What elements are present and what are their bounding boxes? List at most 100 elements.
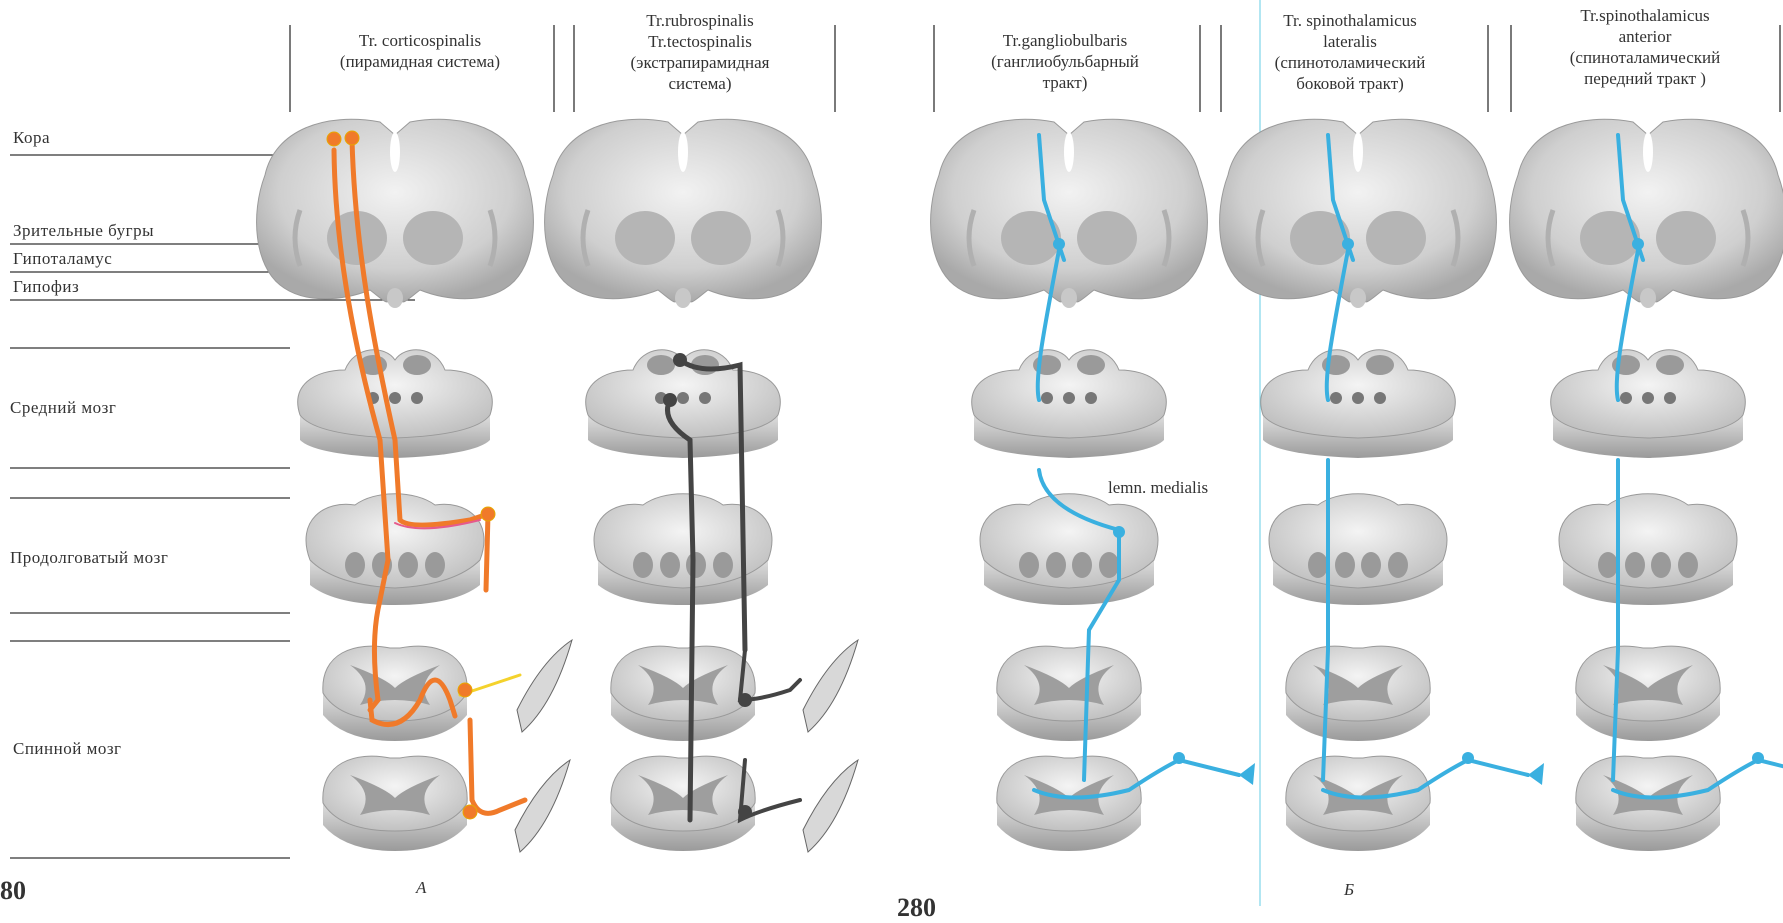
header-line: Tr. spinothalamicus [1240,10,1460,31]
header-spinothalamicus-lateralis: Tr. spinothalamicus lateralis (спинотола… [1240,10,1460,94]
spinal-top [323,646,467,721]
forebrain-section [545,119,822,308]
neuron-body [345,131,359,145]
medulla-section [1559,494,1737,605]
medulla-pyramid [660,552,680,578]
medulla-pyramid [1625,552,1645,578]
spinal-cord-section [997,756,1141,851]
pituitary [1640,288,1656,308]
header-line: Tr.spinothalamicus [1530,5,1760,26]
spinal-cord-section [611,646,755,741]
spinal-top [997,646,1141,721]
receptor-ending [1528,763,1544,785]
page-number-left: 80 [0,876,26,906]
midbrain-section [1261,350,1455,458]
pituitary [387,288,403,308]
panel-label-a: A [416,878,426,898]
midbrain-nucleus [389,392,401,404]
spinal-top [323,756,467,831]
header-line: Tr. corticospinalis [300,30,540,51]
midbrain-nucleus [1330,392,1342,404]
pituitary [675,288,691,308]
midbrain-nucleus [1374,392,1386,404]
spinal-top [611,646,755,721]
fissure [678,132,688,172]
spinal-cord-section [1286,646,1430,741]
medulla-pyramid [686,552,706,578]
colliculus-right [1366,355,1394,375]
forebrain-section [931,119,1208,308]
label-cortex: Кора [13,128,50,148]
header-line: передний тракт ) [1530,68,1760,89]
brain-sections [257,119,1783,852]
fissure [1643,132,1653,172]
pituitary [1061,288,1077,308]
colliculus-right [403,355,431,375]
medulla-pyramid [1019,552,1039,578]
neuron-body [1752,752,1764,764]
thalamus-right [1077,211,1137,265]
fissure [1353,132,1363,172]
midbrain-section [972,350,1166,458]
medulla-pyramid [1072,552,1092,578]
medulla-pyramid [1361,552,1381,578]
header-rubrospinalis: Tr.rubrospinalis Tr.tectospinalis (экстр… [580,10,820,94]
header-line: (ганглиобульбарный [945,51,1185,72]
muscle-bundle [803,640,858,732]
colliculus-right [1656,355,1684,375]
thalamus-right [691,211,751,265]
header-corticospinalis: Tr. corticospinalis (пирамидная система) [300,30,540,72]
medulla-pyramid [1678,552,1698,578]
header-line: (спинотоламический [1240,52,1460,73]
medulla-section [1269,494,1447,605]
label-spinal-cord: Спинной мозг [13,739,122,759]
medulla-top [306,494,484,588]
spinal-cord-section [1576,756,1720,851]
midbrain-nucleus [1063,392,1075,404]
midbrain-nucleus [1664,392,1676,404]
label-pituitary: Гипофиз [13,277,79,297]
medulla-section [306,494,484,605]
header-line: Tr.tectospinalis [580,31,820,52]
header-spinothalamicus-anterior: Tr.spinothalamicus anterior (спиноталами… [1530,5,1760,89]
forebrain-section [1220,119,1497,308]
header-line: тракт) [945,72,1185,93]
medulla-pyramid [713,552,733,578]
medulla-pyramid [345,552,365,578]
muscle-bundle [803,760,858,852]
thalamus-right [1366,211,1426,265]
colliculus-left [647,355,675,375]
neuron-body [481,507,495,521]
neuron-body [1462,752,1474,764]
midbrain-nucleus [1352,392,1364,404]
midbrain-nucleus [677,392,689,404]
neuron-body [463,805,477,819]
receptor-ending [1239,763,1255,785]
spinal-cord-section [997,646,1141,741]
fissure [1064,132,1074,172]
header-line: (экстрапирамидная [580,52,820,73]
midbrain-nucleus [1085,392,1097,404]
medulla-pyramid [1598,552,1618,578]
header-line: lateralis [1240,31,1460,52]
label-thalamus: Зрительные бугры [13,221,154,241]
forebrain-section [257,119,534,308]
midbrain-nucleus [411,392,423,404]
neuron-body [673,353,687,367]
muscle-bundle [515,760,570,852]
medulla-pyramid [1388,552,1408,578]
neuron-body [663,393,677,407]
neuron-body [458,683,472,697]
header-line: anterior [1530,26,1760,47]
corticospinal-lower-loop [470,720,525,813]
label-hypothalamus: Гипоталамус [13,249,112,269]
page-number-right: 280 [897,893,936,923]
medulla-pyramid [1335,552,1355,578]
midbrain-section [1551,350,1745,458]
neuron-body [738,805,752,819]
medulla-top [1559,494,1737,588]
spinal-top [1576,646,1720,721]
spinal-cord-section [611,756,755,851]
